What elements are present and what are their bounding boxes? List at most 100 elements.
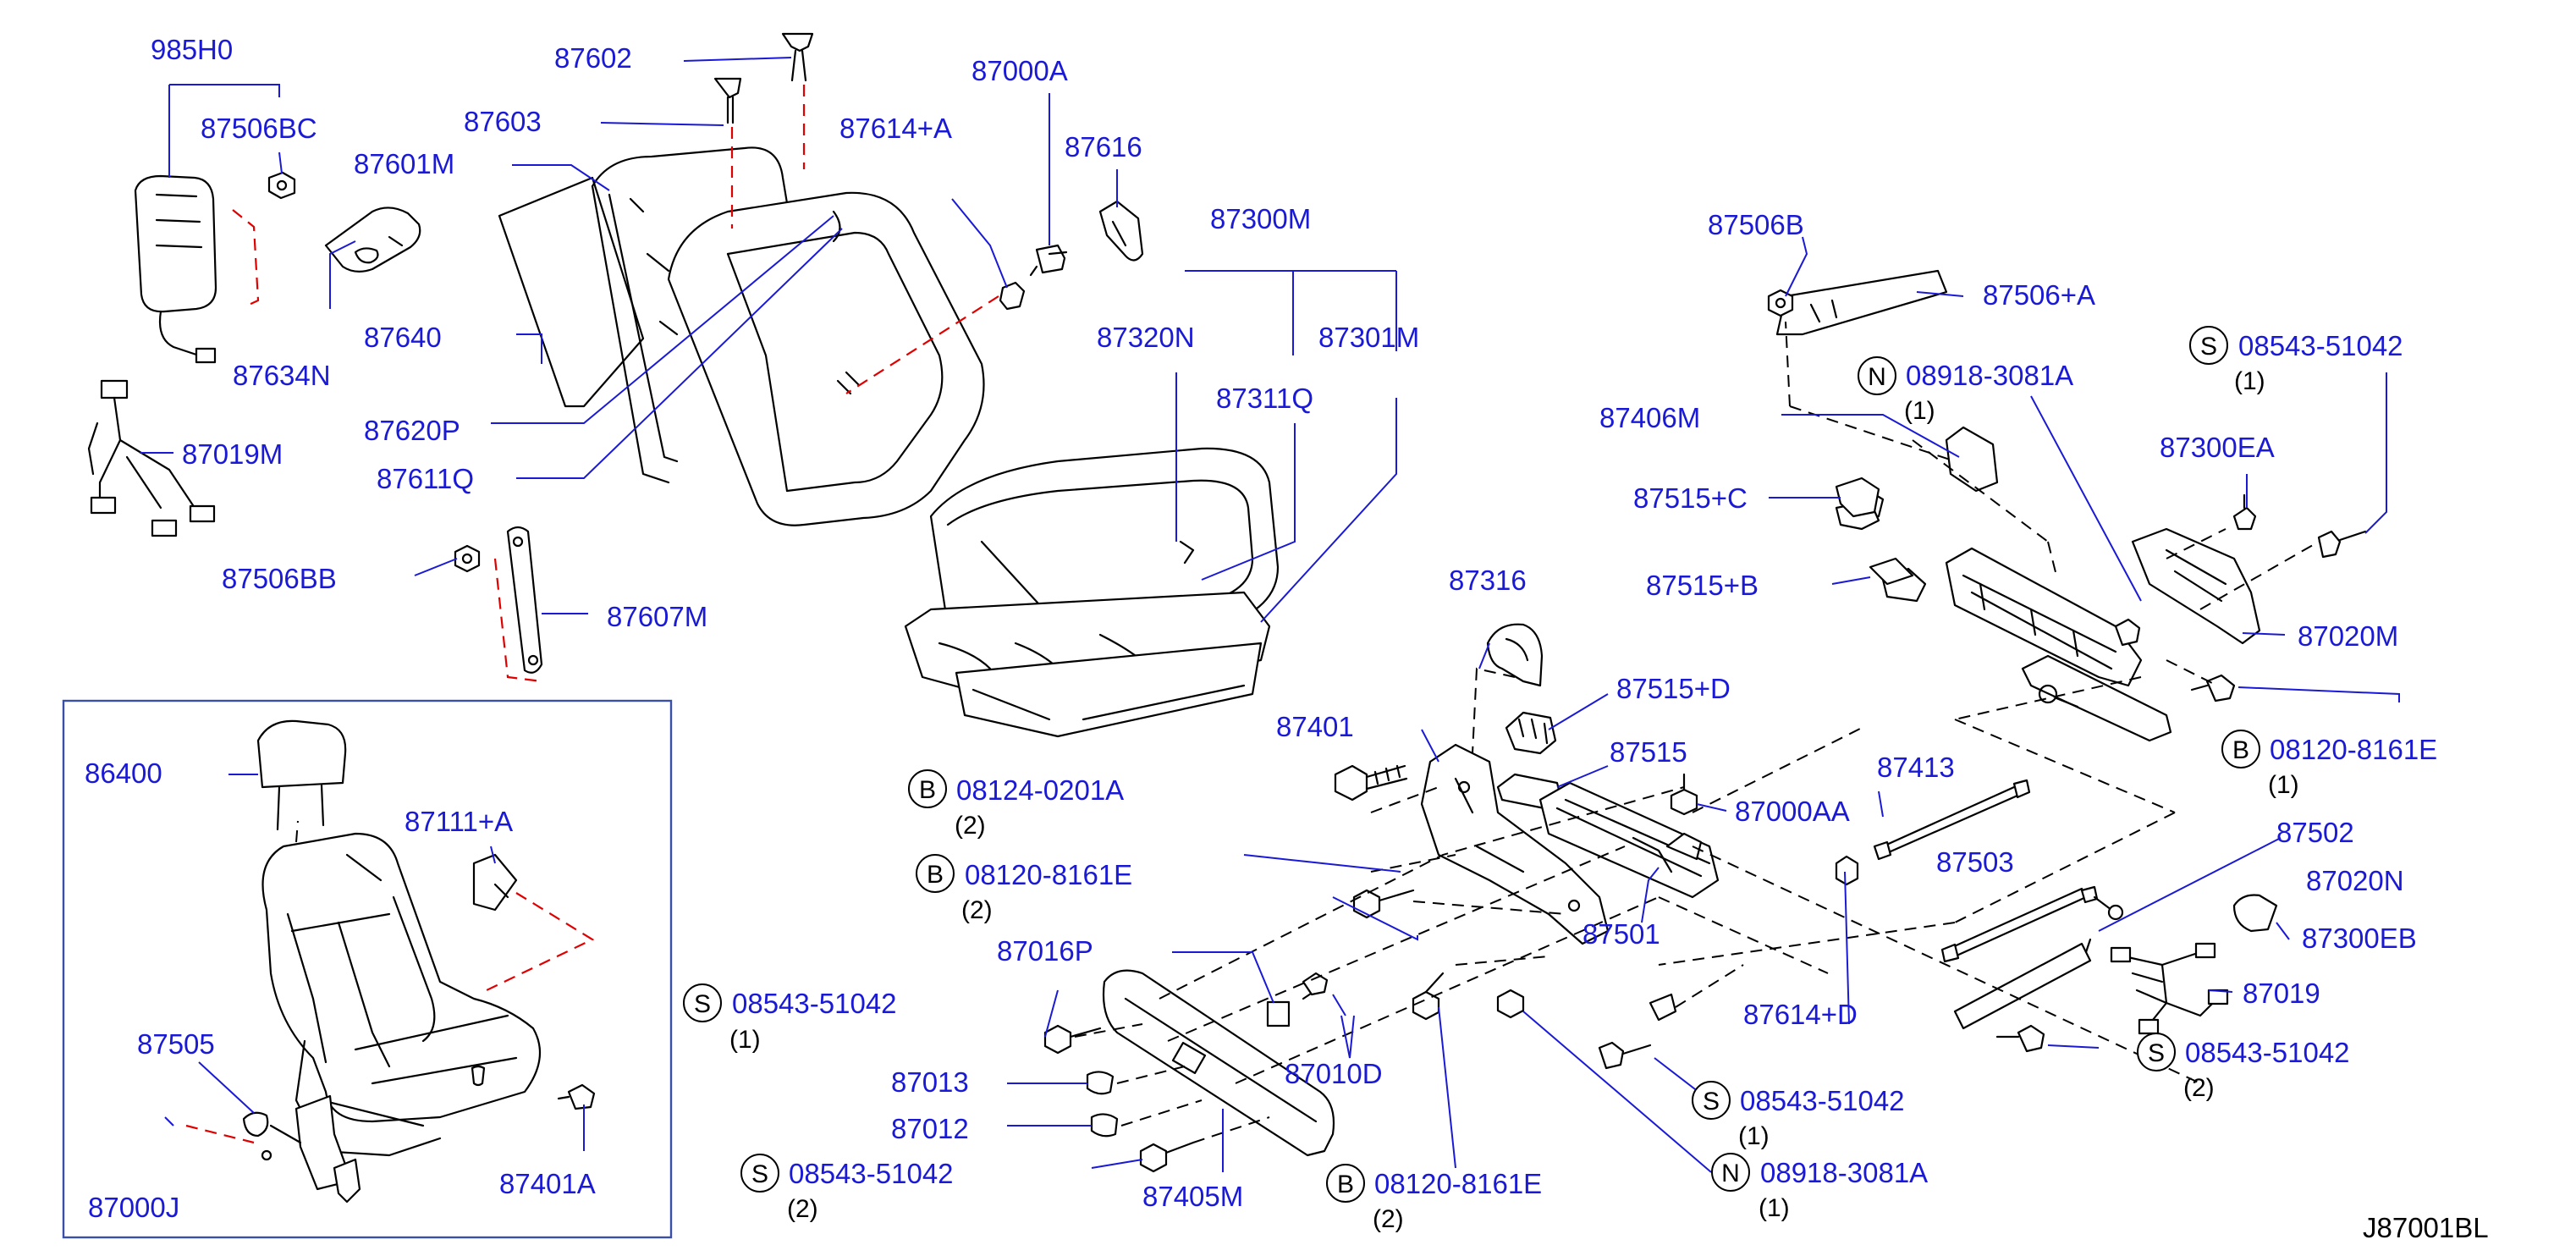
fastener-code: 08918-3081A bbox=[1760, 1157, 1928, 1188]
fastener-qty: (1) bbox=[2268, 771, 2299, 799]
fastener-qty: (1) bbox=[2234, 367, 2265, 395]
label-87000aa: 87000AA bbox=[1735, 796, 1850, 827]
fastener-qty: (2) bbox=[1373, 1205, 1404, 1233]
bar-87020n-drawing bbox=[1953, 938, 2092, 1030]
part-drawings bbox=[87, 32, 2367, 1204]
label-87020n: 87020N bbox=[2306, 865, 2404, 896]
fastener-prefix: B bbox=[1337, 1171, 1354, 1198]
fastener-callout-s-08543-51042-top-right: S 08543-51042 (1) bbox=[2189, 326, 2403, 395]
fastener-callout-s-08543-51042-bottom-left: S 08543-51042 (2) bbox=[740, 1154, 954, 1223]
recliner-frame-drawing bbox=[1420, 743, 1610, 945]
fastener-qty: (1) bbox=[1738, 1122, 1770, 1150]
bolt-87401-drawing bbox=[1334, 764, 1408, 802]
label-87611q: 87611Q bbox=[377, 463, 474, 494]
label-87506bb: 87506BB bbox=[222, 563, 337, 594]
fastener-qty: (2) bbox=[787, 1195, 818, 1223]
seat-back-cover-drawing bbox=[667, 191, 985, 526]
label-87515d: 87515+D bbox=[1616, 673, 1731, 704]
fastener-prefix: S bbox=[1703, 1088, 1720, 1116]
top-right-bracket-drawing bbox=[1767, 289, 1794, 317]
fastener-qty: (1) bbox=[729, 1026, 761, 1054]
fastener-callout-s-08543-51042-left: S 08543-51042 (1) bbox=[683, 983, 897, 1054]
fastener-callout-b-08124-0201a: B 08124-0201A (2) bbox=[908, 769, 1124, 840]
bolt-87000aa-drawing bbox=[1670, 773, 1698, 816]
label-87505: 87505 bbox=[137, 1028, 215, 1060]
fastener-code: 08120-8161E bbox=[1374, 1168, 1542, 1199]
fastener-code: 08124-0201A bbox=[956, 774, 1124, 806]
fastener-qty: (2) bbox=[2183, 1074, 2215, 1102]
fastener-callout-n-08918-3081a-bottom: N 08918-3081A (1) bbox=[1711, 1153, 1928, 1222]
label-87300m: 87300M bbox=[1210, 203, 1311, 234]
label-87020m: 87020M bbox=[2298, 620, 2398, 652]
bracket-87515d-drawing bbox=[1505, 711, 1557, 755]
clips-87602-87603-drawing bbox=[713, 32, 814, 229]
cover-87316-drawing bbox=[1486, 623, 1544, 687]
inset-frame bbox=[62, 699, 673, 1239]
label-87016p: 87016P bbox=[997, 935, 1093, 967]
fastener-callout-b-08120-8161e-right: B 08120-8161E (1) bbox=[2221, 730, 2437, 799]
label-87316: 87316 bbox=[1449, 565, 1527, 596]
label-87301m: 87301M bbox=[1318, 322, 1419, 353]
fastener-callout-s-08543-51042-bottom-mid: S 08543-51042 (1) bbox=[1692, 1081, 1905, 1150]
fastener-prefix: B bbox=[2232, 736, 2249, 764]
label-87019m: 87019M bbox=[182, 438, 283, 470]
label-87012: 87012 bbox=[891, 1113, 969, 1144]
fastener-prefix: N bbox=[1721, 1160, 1740, 1187]
seat-back-frame-drawing bbox=[591, 146, 789, 484]
label-87300eb: 87300EB bbox=[2302, 923, 2417, 954]
diagram-code: J87001BL bbox=[2363, 1212, 2489, 1243]
label-87515b: 87515+B bbox=[1646, 570, 1759, 601]
label-87640: 87640 bbox=[364, 322, 442, 353]
fasteners-top-drawing bbox=[845, 200, 1144, 394]
label-87616: 87616 bbox=[1065, 131, 1142, 163]
label-87506a: 87506+A bbox=[1983, 279, 2095, 311]
label-87601m: 87601M bbox=[354, 148, 454, 179]
label-87506bc: 87506BC bbox=[201, 113, 317, 144]
label-87405m: 87405M bbox=[1142, 1181, 1243, 1212]
label-87320n: 87320N bbox=[1097, 322, 1195, 353]
fastener-callout-b-08120-8161e-bottom: B 08120-8161E (2) bbox=[1326, 1164, 1542, 1233]
side-cover-87405m-drawing bbox=[1102, 969, 1335, 1157]
label-985h0: 985H0 bbox=[151, 34, 233, 65]
lower-bolts-drawing bbox=[1352, 889, 2045, 1070]
fastener-qty: (2) bbox=[955, 812, 986, 840]
nut-87506bc-drawing bbox=[267, 171, 296, 200]
label-87300ea: 87300EA bbox=[2160, 432, 2275, 463]
fastener-code: 08543-51042 bbox=[732, 988, 897, 1019]
fastener-prefix: S bbox=[2148, 1039, 2165, 1067]
label-87010d: 87010D bbox=[1285, 1058, 1383, 1089]
label-87614d: 87614+D bbox=[1743, 999, 1858, 1030]
right-recliner-drawing bbox=[1775, 269, 2172, 742]
harness-87019m-drawing bbox=[87, 379, 216, 537]
leader-lines bbox=[140, 57, 2400, 1173]
label-87406m: 87406M bbox=[1599, 402, 1700, 433]
clip-87614d-drawing bbox=[1835, 855, 1859, 886]
label-87603: 87603 bbox=[464, 106, 542, 137]
seat-cushion-drawing bbox=[904, 447, 1280, 738]
rod-87413-drawing bbox=[1873, 779, 2031, 861]
label-86400: 86400 bbox=[85, 757, 162, 789]
airbag-module-drawing bbox=[134, 174, 260, 364]
label-87401a: 87401A bbox=[499, 1168, 596, 1199]
right-cover-drawing bbox=[2114, 493, 2367, 702]
fastener-prefix: N bbox=[1868, 363, 1886, 391]
part-labels: 985H0 87506BC 87602 87603 87601M 87000A … bbox=[85, 34, 2417, 1223]
fastener-code: 08120-8161E bbox=[965, 859, 1132, 890]
label-87634n: 87634N bbox=[233, 360, 331, 391]
fastener-qty: (2) bbox=[961, 896, 993, 924]
fastener-callout-b-08120-8161e-mid: B 08120-8161E (2) bbox=[916, 854, 1132, 924]
fastener-prefix: S bbox=[694, 990, 711, 1018]
label-87503: 87503 bbox=[1936, 846, 2014, 878]
assembly-dash-lines bbox=[1074, 321, 2320, 1143]
label-87614a: 87614+A bbox=[839, 113, 952, 144]
fastener-code: 08918-3081A bbox=[1906, 360, 2073, 391]
cover-87300eb-drawing bbox=[2232, 894, 2278, 933]
fastener-callouts: N 08918-3081A (1) S 08543-51042 (1) B 08… bbox=[683, 326, 2437, 1233]
label-87413: 87413 bbox=[1877, 752, 1955, 783]
label-87620p: 87620P bbox=[364, 415, 460, 446]
bottom-fasteners-drawing bbox=[1043, 972, 1329, 1173]
escutcheon-87640-drawing bbox=[324, 207, 421, 273]
clips-87515-drawing bbox=[1835, 477, 1914, 586]
fastener-prefix: B bbox=[927, 861, 944, 889]
